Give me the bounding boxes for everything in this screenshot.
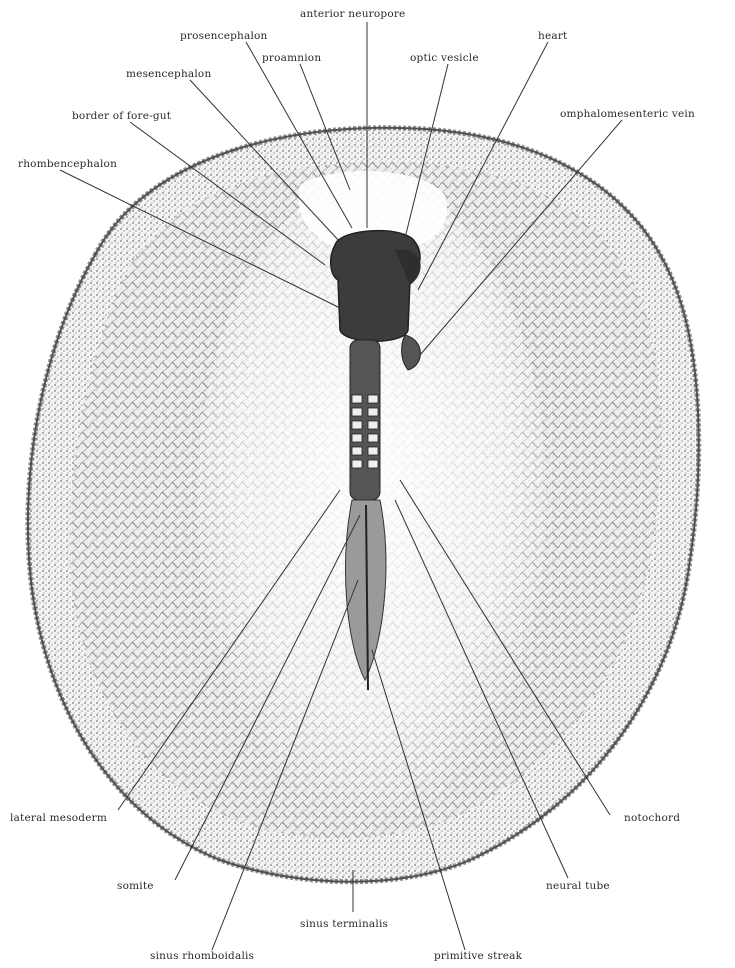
- head-fold: [331, 231, 420, 342]
- label-sinus-rhomboidalis: sinus rhomboidalis: [150, 950, 254, 962]
- label-mesencephalon: mesencephalon: [126, 68, 211, 80]
- label-prosencephalon: prosencephalon: [180, 30, 268, 42]
- neural-tube-body: [350, 340, 380, 500]
- label-optic-vesicle: optic vesicle: [410, 52, 479, 64]
- label-lateral-mesoderm: lateral mesoderm: [10, 812, 107, 824]
- label-rhombencephalon: rhombencephalon: [18, 158, 117, 170]
- label-primitive-streak: primitive streak: [434, 950, 522, 962]
- label-sinus-terminalis: sinus terminalis: [300, 918, 388, 930]
- label-anterior-neuropore: anterior neuropore: [300, 8, 405, 20]
- label-proamnion: proamnion: [262, 52, 321, 64]
- label-somite: somite: [117, 880, 154, 892]
- label-notochord: notochord: [624, 812, 680, 824]
- label-border-of-fore-gut: border of fore-gut: [72, 110, 171, 122]
- label-heart: heart: [538, 30, 567, 42]
- label-neural-tube: neural tube: [546, 880, 610, 892]
- label-omphalomesenteric-vein: omphalomesenteric vein: [560, 108, 695, 120]
